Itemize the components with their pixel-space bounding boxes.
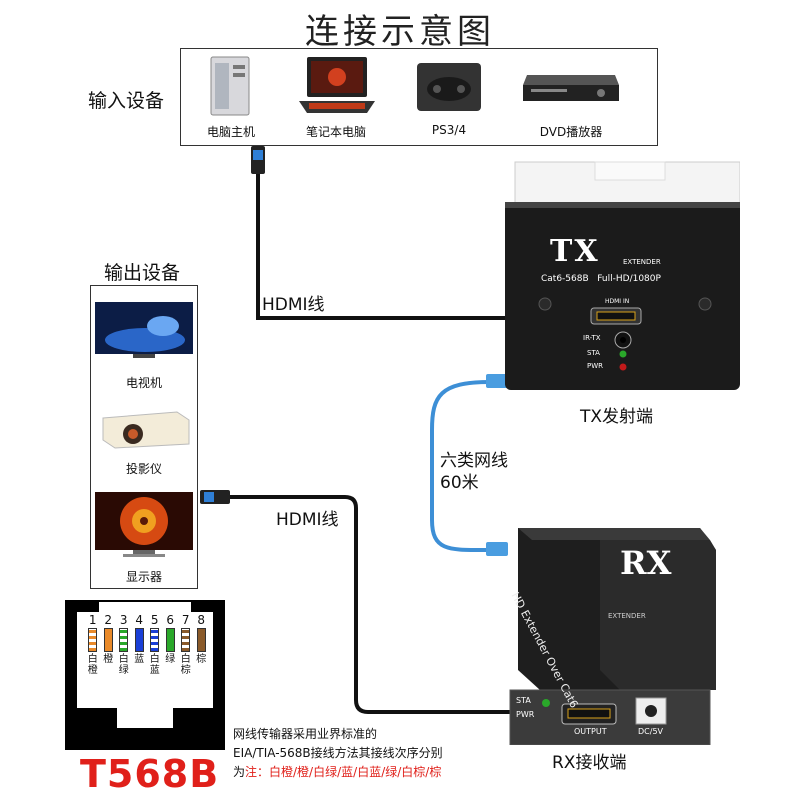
hdmi-input-label: HDMI线: [262, 295, 325, 315]
network-cable-type: 六类网线: [440, 451, 508, 471]
input-devices-label: 输入设备: [88, 90, 165, 112]
network-cable-length: 60米: [440, 473, 479, 493]
tx-caption: TX发射端: [580, 407, 654, 427]
pin-number: 3: [119, 613, 128, 627]
pin-color-label: 蓝: [134, 654, 145, 665]
pin-color-label: 橙: [103, 654, 114, 665]
rx-logo: RX: [620, 544, 672, 582]
tx-body: [505, 161, 741, 390]
rx-logo-sub: EXTENDER: [608, 612, 646, 620]
tx-led-pwr-label: PWR: [587, 362, 604, 370]
device-label-ps: PS3/4: [431, 123, 467, 137]
rj45-plug-rx: [486, 542, 508, 556]
game-console-icon: [417, 63, 481, 111]
note-line-2: EIA/TIA-568B接线方法其接线次序分别: [233, 746, 443, 760]
note-line-3-colors: 注：白橙/橙/白绿/蓝/白蓝/绿/白棕/棕: [245, 765, 442, 779]
rx-led-pwr-label: PWR: [516, 710, 535, 719]
device-label-pc: 电脑主机: [206, 125, 255, 139]
network-cable-label: 六类网线 60米: [440, 450, 508, 494]
pin-number: 7: [181, 613, 190, 627]
pin-color-label: 白橙: [87, 654, 98, 676]
rx-body: [509, 528, 716, 746]
rx-port-output-label: OUTPUT: [574, 727, 607, 736]
pin-wire: [119, 628, 129, 652]
device-label-projector: 投影仪: [125, 462, 162, 476]
pin-number: 1: [88, 613, 97, 627]
dvd-player-icon: [523, 75, 619, 101]
pin-wire: [88, 628, 98, 652]
projector-icon: [102, 411, 190, 449]
pc-tower-icon: [210, 56, 250, 116]
hdmi-output-cable: [212, 495, 520, 714]
pin-number: 6: [166, 613, 175, 627]
output-devices-panel: 电视机 投影仪 显示器: [90, 285, 198, 589]
device-label-tv: 电视机: [125, 376, 162, 390]
diagram-title: 连接示意图: [305, 12, 495, 52]
note-line-1: 网线传输器采用业界标准的: [233, 727, 378, 741]
pin-number: 8: [197, 613, 206, 627]
hdmi-input-cable: [256, 165, 575, 320]
pin-wire: [165, 628, 175, 652]
pin-wire: [150, 628, 160, 652]
tx-port-hdmi-label: HDMI IN: [605, 298, 630, 305]
tx-led-sta-label: STA: [587, 349, 600, 357]
tx-spec: Cat6-568B Full-HD/1080P: [541, 274, 661, 284]
tx-logo-sub: EXTENDER: [623, 258, 661, 266]
pin-7: 7 白棕: [178, 614, 194, 706]
pin-wire: [134, 628, 144, 652]
pin-number: 5: [150, 613, 159, 627]
tx-logo: TX: [550, 234, 600, 269]
rx-caption: RX接收端: [552, 753, 627, 773]
pin-wire: [103, 628, 113, 652]
pin-1: 1 白橙: [85, 614, 101, 706]
tx-transmitter: TX EXTENDER Cat6-568B Full-HD/1080P HDMI…: [505, 160, 741, 390]
device-label-dvd: DVD播放器: [539, 125, 603, 139]
pin-color-label: 白绿: [118, 654, 129, 676]
tv-icon: [95, 302, 193, 358]
hdmi-output-label: HDMI线: [276, 510, 339, 530]
tx-port-ir-label: IR-TX: [583, 334, 601, 342]
laptop-icon: [299, 57, 375, 113]
network-cable: [430, 380, 491, 553]
pin-3: 3 白绿: [116, 614, 132, 706]
monitor-icon: [95, 492, 193, 557]
device-label-laptop: 笔记本电脑: [305, 125, 366, 139]
pin-color-label: 白蓝: [149, 654, 160, 676]
rj45-plug-tx: [486, 374, 508, 388]
rx-receiver: RX EXTENDER HD Extender Over Cat6 STA PW…: [500, 520, 720, 746]
device-label-monitor: 显示器: [125, 570, 162, 584]
note-line-3-prefix: 为: [233, 765, 246, 779]
pinout-standard: T568B: [80, 752, 220, 796]
pin-color-label: 白棕: [180, 654, 191, 676]
input-devices-panel: 电脑主机 笔记本电脑 PS3/4 DVD播放器: [180, 48, 658, 146]
pin-number: 4: [135, 613, 144, 627]
pin-5: 5 白蓝: [147, 614, 163, 706]
pin-wire: [181, 628, 191, 652]
pin-color-label: 棕: [196, 654, 207, 665]
pin-color-label: 绿: [165, 654, 176, 665]
rx-port-dc-label: DC/5V: [638, 727, 664, 736]
wiring-note: 网线传输器采用业界标准的 EIA/TIA-568B接线方法其接线次序分别 为注：…: [233, 725, 553, 782]
note-line-3: 为注：白橙/橙/白绿/蓝/白蓝/绿/白棕/棕: [233, 763, 553, 782]
pin-number: 2: [104, 613, 113, 627]
rx-led-sta-label: STA: [516, 696, 531, 705]
output-devices-label: 输出设备: [104, 262, 181, 284]
pin-wire: [196, 628, 206, 652]
